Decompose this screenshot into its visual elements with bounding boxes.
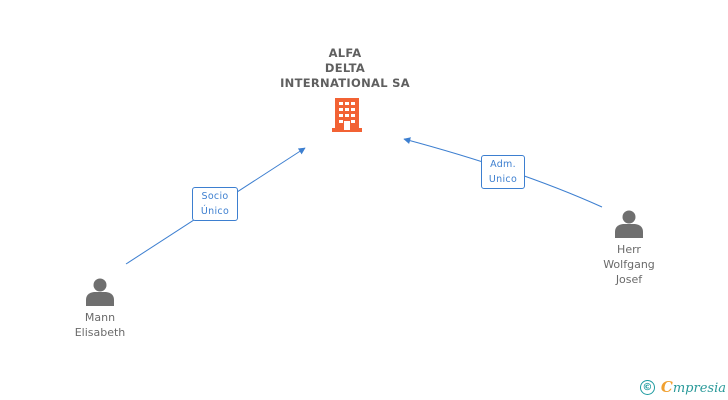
brand-name-rest: mpresia bbox=[672, 381, 726, 396]
person-icon bbox=[86, 278, 114, 306]
relation-label-line: Unico bbox=[488, 174, 518, 185]
relation-label-adm-unico[interactable]: Adm. Unico bbox=[481, 155, 525, 189]
relation-label-line: Socio bbox=[201, 191, 229, 202]
company-name-line: INTERNATIONAL SA bbox=[280, 76, 410, 90]
person-name: Mann Elisabeth bbox=[55, 310, 145, 340]
company-name-line: ALFA bbox=[328, 46, 362, 60]
relation-label-line: Adm. bbox=[490, 159, 516, 170]
person-name: Herr Wolfgang Josef bbox=[584, 242, 674, 287]
person-icon bbox=[615, 210, 643, 238]
company-name[interactable]: ALFA DELTA INTERNATIONAL SA bbox=[265, 46, 425, 91]
brand-name-initial: C bbox=[660, 378, 673, 396]
person-name-line: Wolfgang bbox=[603, 258, 655, 271]
brand-name: Cmpresia bbox=[661, 378, 726, 396]
empresia-logo[interactable]: © Cmpresia bbox=[639, 378, 726, 396]
company-name-line: DELTA bbox=[324, 61, 366, 75]
relation-label-line: Único bbox=[200, 206, 230, 217]
person-name-line: Josef bbox=[615, 273, 643, 286]
person-node-herr-wolfgang-josef[interactable]: Herr Wolfgang Josef bbox=[584, 208, 674, 287]
person-name-line: Herr bbox=[617, 243, 641, 256]
building-icon[interactable] bbox=[332, 98, 362, 132]
relation-label-socio-unico[interactable]: Socio Único bbox=[192, 187, 238, 221]
person-node-mann-elisabeth[interactable]: Mann Elisabeth bbox=[55, 276, 145, 340]
person-name-line: Mann bbox=[84, 311, 116, 324]
copyright-icon: © bbox=[639, 379, 655, 395]
person-name-line: Elisabeth bbox=[74, 326, 126, 339]
